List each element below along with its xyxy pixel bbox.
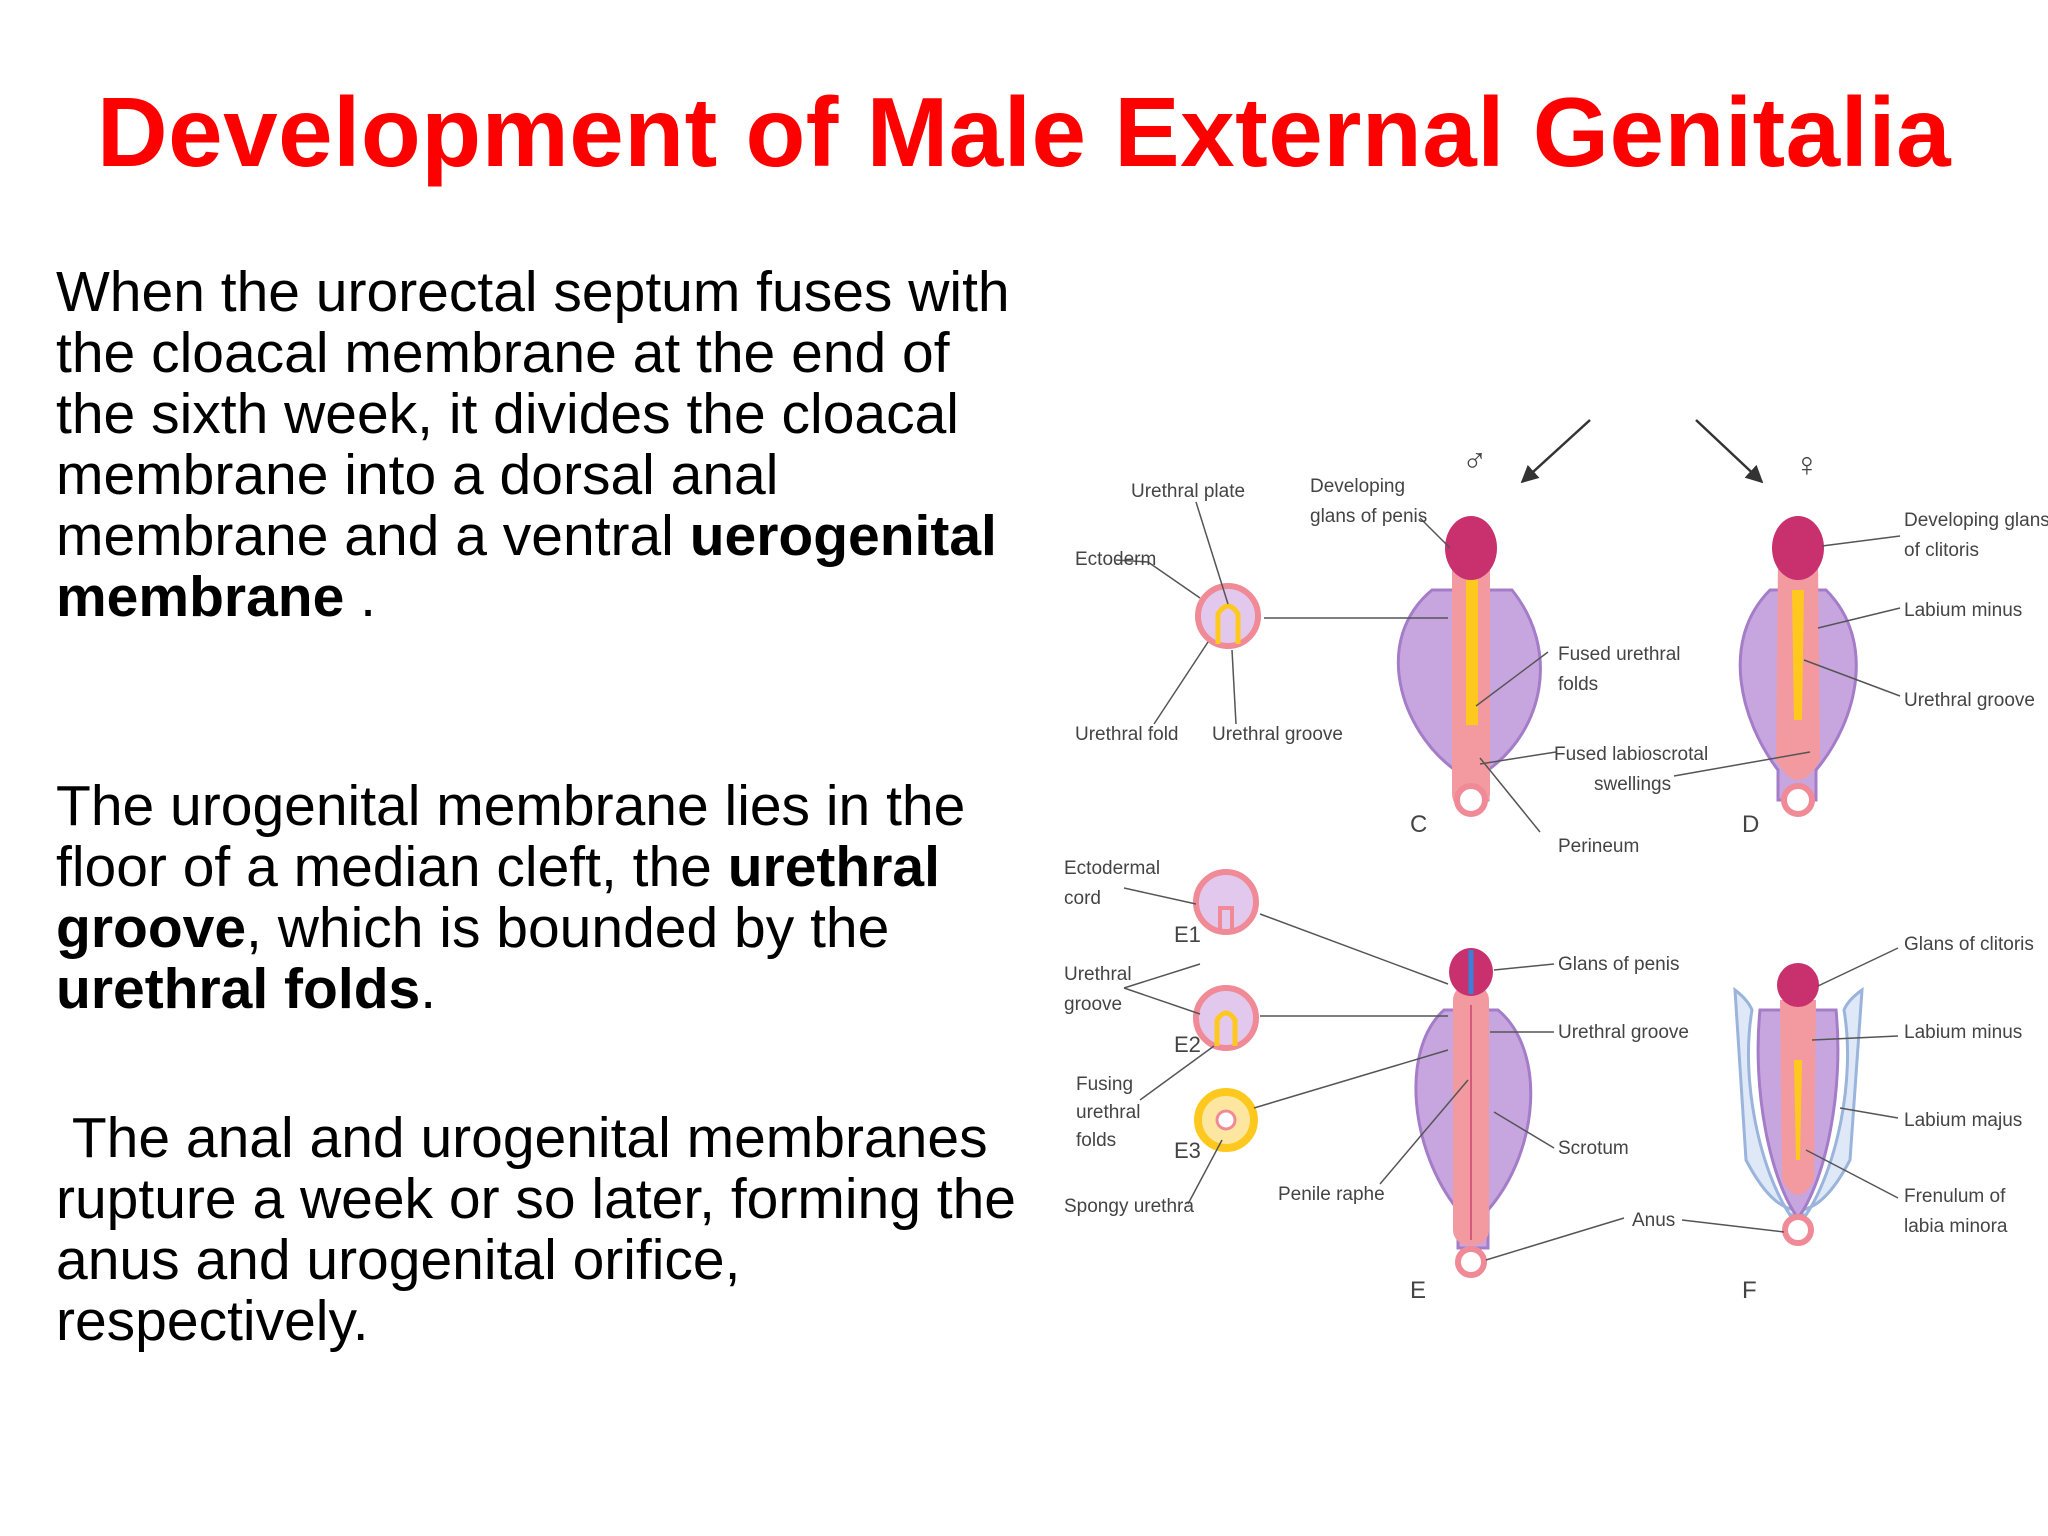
paragraph-text: .	[420, 957, 437, 1021]
label-fused-labioscrotal-2: swellings	[1594, 774, 1671, 795]
leader-lines	[1115, 501, 1901, 1261]
stage-label-e1: E1	[1174, 922, 1201, 947]
diagram-labels: Urethral plate Ectoderm Urethral fold Ur…	[1064, 476, 2048, 1237]
panel-letter-e: E	[1410, 1277, 1426, 1304]
label-fused-urethral-folds-2: folds	[1558, 674, 1598, 695]
stage-e3-section	[1194, 1088, 1258, 1152]
panel-e-male-late	[1414, 948, 1533, 1278]
male-direction-arrow	[1520, 419, 1591, 484]
label-glans-of-clitoris: Glans of clitoris	[1904, 934, 2034, 955]
panel-d-female-early	[1738, 516, 1858, 817]
label-penile-raphe: Penile raphe	[1278, 1184, 1385, 1205]
label-glans-of-penis: Glans of penis	[1558, 954, 1679, 975]
paragraph-text: When the urorectal septum fuses with the…	[56, 260, 1010, 568]
label-urethral-groove-d: Urethral groove	[1904, 690, 2035, 711]
label-developing-glans-penis-1: Developing	[1310, 476, 1405, 497]
paragraph-rupture: The anal and urogenital membranes ruptur…	[56, 1108, 1016, 1352]
label-fusing-urethral-folds-3: folds	[1076, 1130, 1116, 1151]
paragraph-text: , which is bounded by the	[246, 896, 890, 960]
panel-f-female-late	[1733, 963, 1864, 1246]
label-ectodermal-cord-2: cord	[1064, 888, 1101, 909]
label-urethral-groove-left-2: groove	[1064, 994, 1122, 1015]
label-anus: Anus	[1632, 1210, 1675, 1231]
label-fusing-urethral-folds-2: urethral	[1076, 1102, 1140, 1123]
label-ectoderm: Ectoderm	[1075, 549, 1156, 570]
panel-letter-c: C	[1410, 811, 1427, 838]
label-spongy-urethra: Spongy urethra	[1064, 1196, 1194, 1217]
female-symbol: ♀	[1794, 446, 1820, 484]
panel-letter-d: D	[1742, 811, 1759, 838]
label-fused-urethral-folds-1: Fused urethral	[1558, 644, 1681, 665]
genitalia-development-diagram: ♂ ♀	[1064, 419, 2048, 1304]
paragraph-text: .	[344, 565, 376, 629]
female-direction-arrow	[1695, 419, 1764, 484]
paragraph-text: The urogenital membrane lies in the floo…	[56, 774, 966, 899]
label-perineum: Perineum	[1558, 836, 1639, 857]
panel-c-male-early	[1396, 516, 1542, 817]
cross-section-urethral-plate	[1195, 583, 1261, 649]
label-urethral-groove-top: Urethral groove	[1212, 724, 1343, 745]
term-urethral-groove: urethral groove	[56, 835, 940, 960]
male-symbol: ♂	[1462, 442, 1488, 480]
stage-letters: E1 E2 E3	[1174, 922, 1201, 1163]
label-fusing-urethral-folds-1: Fusing	[1076, 1074, 1133, 1095]
slide-title: Development of Male External Genitalia	[96, 77, 1952, 187]
label-developing-glans-clitoris-1: Developing glans	[1904, 510, 2048, 531]
label-frenulum-1: Frenulum of	[1904, 1186, 2006, 1207]
panel-letters: C D E F	[1410, 811, 1759, 1304]
label-frenulum-2: labia minora	[1904, 1216, 2008, 1237]
term-urethral-folds: urethral folds	[56, 957, 421, 1021]
label-developing-glans-clitoris-2: of clitoris	[1904, 540, 1979, 561]
stage-e2-section	[1193, 985, 1259, 1051]
label-urethral-fold: Urethral fold	[1075, 724, 1179, 745]
label-urethral-plate: Urethral plate	[1131, 481, 1245, 502]
term-urogenital-membrane: uerogenital membrane	[56, 504, 997, 629]
label-developing-glans-penis-2: glans of penis	[1310, 506, 1427, 527]
label-labium-minus-top: Labium minus	[1904, 600, 2022, 621]
paragraph-urethral-groove: The urogenital membrane lies in the floo…	[56, 776, 1016, 1020]
panel-letter-f: F	[1742, 1277, 1757, 1304]
label-labium-majus: Labium majus	[1904, 1110, 2022, 1131]
stage-e1-section	[1193, 869, 1259, 935]
label-scrotum: Scrotum	[1558, 1138, 1629, 1159]
label-fused-labioscrotal-1: Fused labioscrotal	[1554, 744, 1708, 765]
label-urethral-groove-left-1: Urethral	[1064, 964, 1132, 985]
stage-label-e3: E3	[1174, 1138, 1201, 1163]
label-urethral-groove-e: Urethral groove	[1558, 1022, 1689, 1043]
paragraph-septum: When the urorectal septum fuses with the…	[56, 262, 1016, 628]
label-labium-minus-f: Labium minus	[1904, 1022, 2022, 1043]
paragraph-text: The anal and urogenital membranes ruptur…	[56, 1106, 1032, 1353]
stage-label-e2: E2	[1174, 1032, 1201, 1057]
label-ectodermal-cord-1: Ectodermal	[1064, 858, 1160, 879]
